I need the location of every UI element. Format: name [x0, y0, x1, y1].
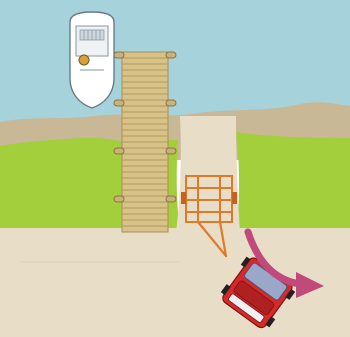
boat-trailer-icon — [181, 175, 237, 258]
boat-icon — [69, 11, 115, 109]
grass-right — [236, 132, 350, 232]
boat-ramp — [176, 116, 240, 232]
dock-icon — [113, 51, 177, 233]
grass-left — [0, 137, 126, 232]
curved-arrow-icon — [244, 228, 324, 298]
